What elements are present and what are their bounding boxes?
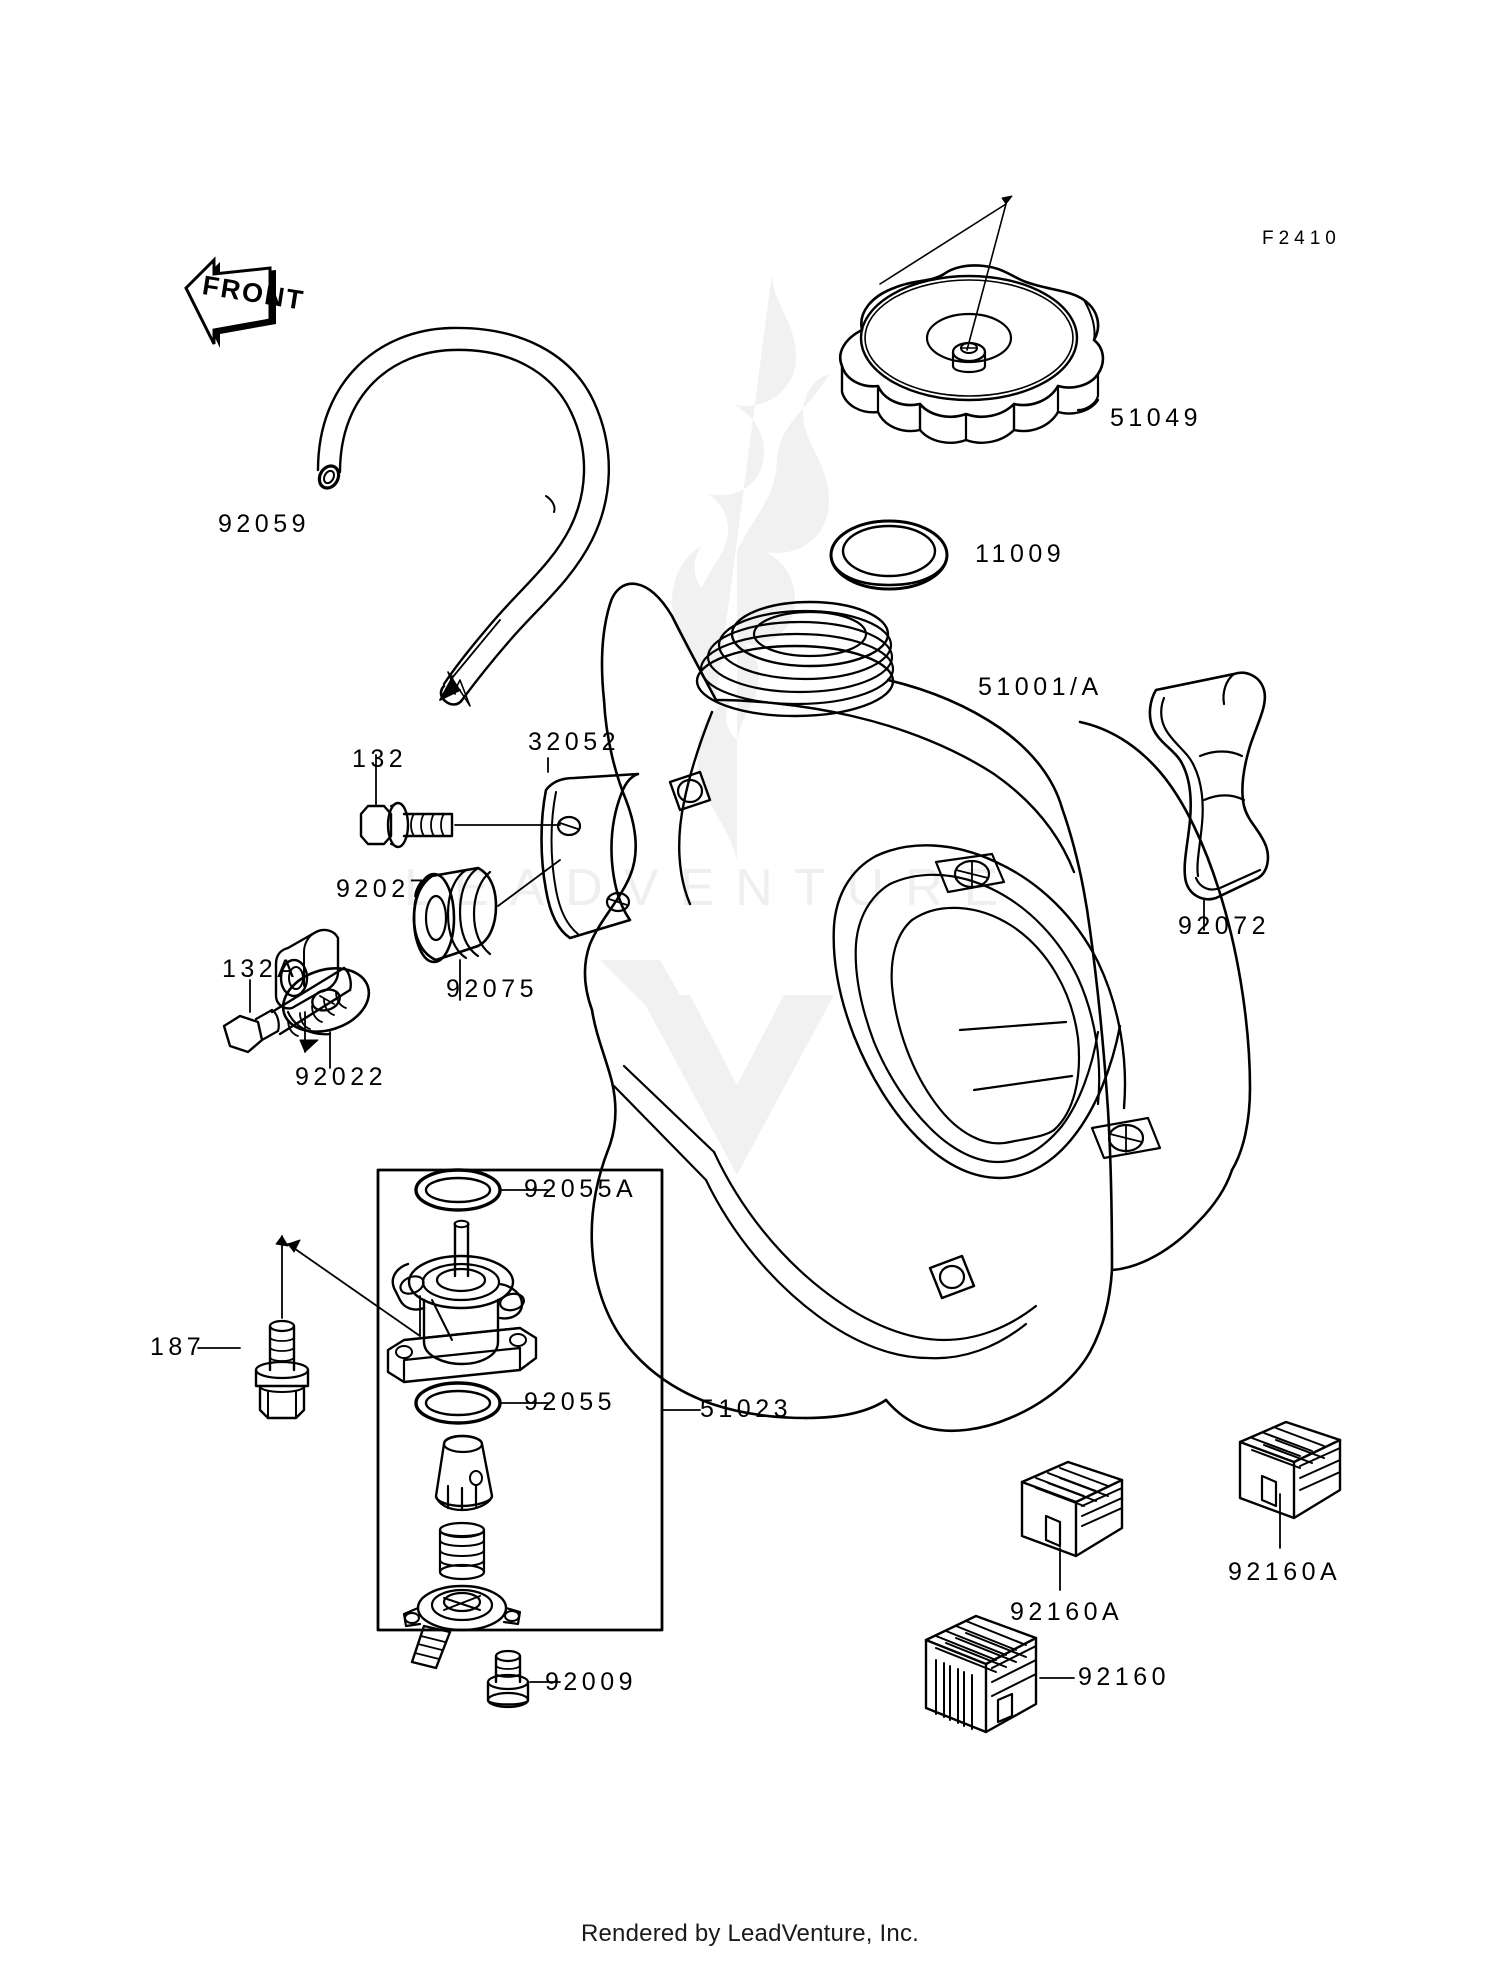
- tank-strap-part: [1148, 671, 1270, 901]
- oring-upper-part: [414, 1168, 502, 1212]
- fuel-tank-part: [583, 582, 1252, 1433]
- fuel-cap-part: [839, 264, 1105, 444]
- bolt-187-part: [254, 1319, 310, 1420]
- front-arrow-icon: [184, 256, 276, 348]
- bolt-132-part: [359, 801, 454, 849]
- label-92022: 92022: [295, 1063, 388, 1091]
- cap-gasket-part: [829, 519, 949, 591]
- diagram-code: F2410: [1262, 228, 1341, 249]
- label-32052: 32052: [528, 728, 621, 756]
- hose-part: [316, 326, 611, 706]
- label-132A: 132A: [222, 955, 299, 983]
- bracket-part: [540, 772, 640, 940]
- petcock-spring-part: [438, 1521, 486, 1581]
- label-92055: 92055: [524, 1388, 617, 1416]
- cushion-92160-part: [924, 1614, 1038, 1734]
- label-92160A-right: 92160A: [1228, 1558, 1342, 1586]
- label-11009: 11009: [975, 540, 1066, 568]
- oring-lower-part: [414, 1381, 502, 1425]
- petcock-plug-part: [434, 1434, 494, 1512]
- label-92160A-left: 92160A: [1010, 1598, 1124, 1626]
- footer-credit: Rendered by LeadVenture, Inc.: [580, 1920, 920, 1947]
- cushion-92160a-left-part: [1020, 1460, 1124, 1558]
- label-187: 187: [150, 1333, 206, 1361]
- label-51049: 51049: [1110, 404, 1203, 432]
- damper-part: [412, 866, 498, 964]
- petcock-lever-part: [402, 1584, 522, 1670]
- petcock-body-part: [386, 1219, 538, 1384]
- label-92160: 92160: [1078, 1663, 1171, 1691]
- label-51023: 51023: [700, 1395, 793, 1423]
- label-92075: 92075: [446, 975, 539, 1003]
- label-92055A: 92055A: [524, 1175, 638, 1203]
- screw-92009-part: [486, 1649, 530, 1709]
- label-92059: 92059: [218, 510, 311, 538]
- label-92027: 92027: [336, 875, 429, 903]
- washer-part: [281, 967, 371, 1036]
- watermark-text: LEADVENTURE: [404, 859, 1020, 917]
- label-51001A: 51001/A: [978, 673, 1103, 701]
- front-direction-badge: FRONT: [180, 250, 307, 348]
- cushion-92160a-right-part: [1238, 1420, 1342, 1520]
- petcock-box: [376, 1168, 664, 1632]
- label-92009: 92009: [545, 1668, 638, 1696]
- label-92072: 92072: [1178, 912, 1271, 940]
- label-132: 132: [352, 745, 408, 773]
